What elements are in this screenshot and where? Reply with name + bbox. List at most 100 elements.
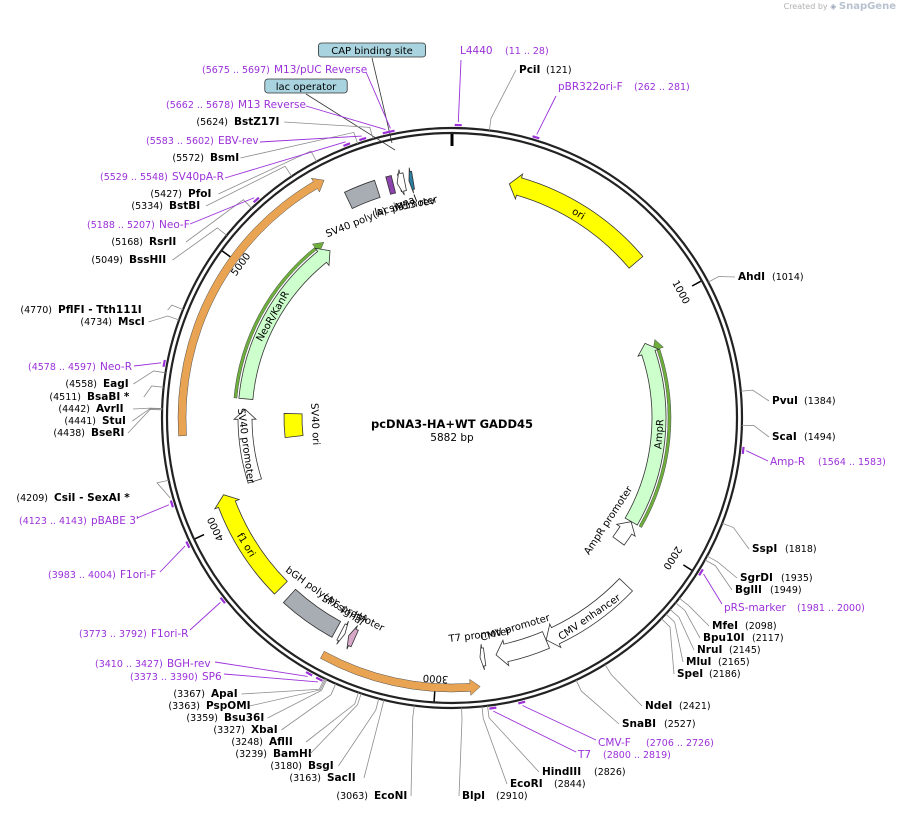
site-pos-sgrdi: (1935) <box>781 573 813 584</box>
site-pos-bsshii: (5049) <box>91 255 123 266</box>
primer-range-bgh-rev: (3410 .. 3427) <box>95 659 163 670</box>
primer-leader-prs-marker <box>704 574 722 604</box>
primer-range-f1ori-r: (3773 .. 3792) <box>79 629 147 640</box>
primer-name-l4440: L4440 <box>460 45 493 57</box>
primer-range-l4440: (11 .. 28) <box>505 46 549 57</box>
site-leader-bglii <box>705 560 732 590</box>
feature-label-ampr: AmpR <box>653 419 666 450</box>
primer-leader-pbabe-3 <box>137 505 169 518</box>
feature-lac-promoter <box>397 170 406 195</box>
site-leader-mfei <box>679 598 709 626</box>
primer-bar-pbr322ori-f <box>533 136 540 138</box>
feature-neor-kanr <box>239 248 330 399</box>
site-name-spei: SpeI <box>677 668 703 680</box>
tick-label-group-3000: 3000 <box>423 672 449 685</box>
site-leader-ndei <box>605 664 642 706</box>
primer-name-pbabe-3: pBABE 3' <box>91 515 139 527</box>
primer-name-pbr322ori-f: pBR322ori-F <box>558 81 623 93</box>
site-name-bglii: BglII <box>735 584 762 596</box>
primer-range-sv40pa-r: (5529 .. 5548) <box>100 172 168 183</box>
site-pos-bseri: (4438) <box>53 428 85 439</box>
primer-leader-m13-puc-reverse <box>366 72 390 128</box>
site-leader-csii-sexai <box>157 480 170 498</box>
feature-ampr-promoter <box>613 522 635 545</box>
site-name-csii-sexai: CsiI - SexAI * <box>54 492 130 504</box>
site-pos-bstz17i: (5624) <box>196 117 228 128</box>
site-name-eagi: EagI <box>103 378 129 390</box>
primer-range-m13-reverse: (5662 .. 5678) <box>166 100 234 111</box>
primer-bar-t7 <box>489 708 496 709</box>
site-name-nrui: NruI <box>697 644 722 656</box>
feature-t7-promoter <box>480 644 486 670</box>
primer-leader-cmv-f <box>522 705 596 740</box>
primer-name-f1ori-r: F1ori-R <box>151 628 188 640</box>
site-leader-msci <box>148 316 179 322</box>
site-name-bpu10i: Bpu10I <box>703 632 745 644</box>
site-name-snabi: SnaBI <box>622 718 656 730</box>
site-name-sgrdi: SgrDI <box>740 572 773 584</box>
site-name-apai: ApaI <box>211 688 238 700</box>
site-leader-ecori <box>482 706 507 784</box>
primer-name-cmv-f: CMV-F <box>598 737 631 749</box>
tick-label-1000: 1000 <box>669 279 691 307</box>
primer-name-neo-r: Neo-R <box>100 361 132 373</box>
tag-leader-cap-binding-site <box>372 58 392 143</box>
tick-label-group-2000: 2000 <box>660 544 683 571</box>
plasmid-name: pcDNA3-HA+WT GADD45 <box>371 417 533 431</box>
feature-label-group-cmv-enhancer: CMV enhancer <box>557 592 624 643</box>
feature-ori <box>509 174 642 268</box>
site-name-scai: ScaI <box>772 431 797 443</box>
primer-leader-amp-r <box>746 451 768 461</box>
tick-label-3000: 3000 <box>423 672 449 685</box>
primer-name-m13-puc-reverse: M13/pUC Reverse <box>274 64 367 76</box>
site-name-avrii: AvrII <box>96 403 124 415</box>
site-name-sacii: SacII <box>327 772 356 784</box>
primer-leader-sv40pa-r <box>225 142 346 178</box>
site-name-blpi: BlpI <box>462 790 485 802</box>
site-pos-bpu10i: (2117) <box>752 633 784 644</box>
primer-name-sp6: SP6 <box>202 671 222 683</box>
primer-name-t7: T7 <box>577 749 591 761</box>
snapgene-logo-icon: ◈ <box>830 2 836 11</box>
site-leader-scai <box>742 425 769 437</box>
feature-label-group-ampr-promoter: AmpR promoter <box>582 484 635 557</box>
site-pos-bstbi: (5334) <box>131 201 163 212</box>
site-pos-bsabi: (4511) <box>49 392 81 403</box>
site-leader-stui <box>132 408 162 421</box>
watermark-prefix: Created by <box>784 2 828 11</box>
site-leader-pflfi-tth111i <box>168 305 183 310</box>
tag-leader-lac-operator <box>306 94 395 150</box>
site-name-mlui: MluI <box>686 656 711 668</box>
primer-range-f1ori-f: (3983 .. 4004) <box>48 570 116 581</box>
feature-sv40-ori <box>284 413 303 437</box>
primer-leader-f1ori-r <box>190 602 220 630</box>
tick-label-group-1000: 1000 <box>669 279 691 307</box>
primer-leader-f1ori-f <box>160 546 185 572</box>
tick-mark-2000 <box>683 565 691 570</box>
site-pos-pflfi-tth111i: (4770) <box>20 305 52 316</box>
primer-leader-neo-r <box>134 363 161 366</box>
site-pos-sacii: (3163) <box>289 773 321 784</box>
primer-bar-sv40pa-r <box>343 143 350 146</box>
site-name-aflii: AflII <box>269 736 293 748</box>
primer-name-m13-reverse: M13 Reverse <box>238 99 306 111</box>
feature-label-group-sv40-ori: SV40 ori <box>308 403 321 446</box>
primer-range-pbabe-3: (4123 .. 4143) <box>19 516 87 527</box>
plasmid-size: 5882 bp <box>430 432 474 444</box>
feature-cap-binding-site <box>386 176 396 195</box>
site-leader-bpu10i <box>676 603 700 638</box>
site-pos-nrui: (2145) <box>729 645 761 656</box>
site-leader-blpi <box>459 708 462 796</box>
primer-range-cmv-f: (2706 .. 2726) <box>646 738 714 749</box>
site-leader-bseri <box>128 409 162 433</box>
site-leader-spei <box>661 619 674 674</box>
primer-leader-l4440 <box>458 60 461 122</box>
site-pos-stui: (4441) <box>64 416 96 427</box>
primer-range-m13-puc-reverse: (5675 .. 5697) <box>202 65 270 76</box>
primer-name-amp-r: Amp-R <box>770 456 805 468</box>
tick-mark-4000 <box>195 535 204 539</box>
feature-ha <box>347 626 358 650</box>
site-pos-avrii: (4442) <box>58 404 90 415</box>
site-name-bsshii: BssHII <box>129 254 166 266</box>
